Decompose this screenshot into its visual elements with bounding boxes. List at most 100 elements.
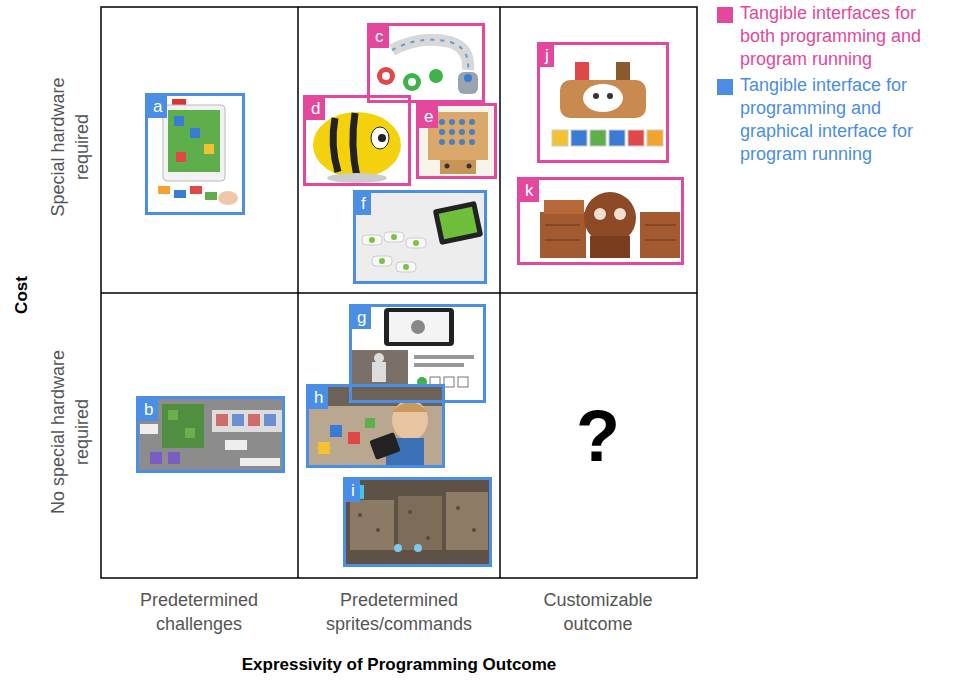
photo-i-part [358,506,476,540]
thumbnail-letter: i [346,480,360,502]
photo-c-part [458,72,478,94]
photo-e-part [439,119,475,145]
photo-i-part [394,544,402,552]
photo-j-part-part [628,130,644,146]
photo-f-part [353,190,487,284]
photo-k-part [594,208,606,220]
photo-c-part [392,40,468,70]
photo-b-part [136,396,285,473]
photo-k-part [517,177,684,265]
photo-g-part [389,312,449,342]
photo-k-part-part [645,225,676,226]
photo-j-part-part [609,130,625,146]
photo-b [136,396,285,473]
photo-c-part [429,69,443,83]
legend-text: Tangible interfaces for both programming… [740,2,940,71]
photo-h-part [348,432,360,444]
photo-c-part [408,78,416,86]
thumbnail-letter: c [370,26,389,48]
photo-c-part [392,40,468,70]
photo-g-part [384,308,454,346]
photo-e-part [440,160,476,174]
photo-h-part [392,400,428,440]
photo-a-part [204,144,214,154]
thumbnail-box: i [343,477,492,567]
photo-b-part [162,404,204,448]
photo-i-part-part [426,536,430,540]
photo-f-part-part [403,264,409,270]
thumbnail-box: d [303,95,411,186]
photo-c [367,23,485,103]
photo-i-part [414,544,422,552]
photo-f-part-part [384,232,404,242]
photo-e-part-part [439,129,445,135]
photo-k-part [640,212,680,258]
photo-i-part-part [456,506,460,510]
photo-h-part [306,384,445,468]
photo-c-part [403,73,421,91]
photo-j [537,42,669,163]
photo-j-part [583,84,623,112]
legend-text: Tangible interface for programming and g… [740,74,940,166]
photo-a-part [174,190,186,198]
photo-e-part [445,164,450,169]
photo-f-part [439,207,478,240]
photo-g-part [372,362,386,382]
photo-k-part [545,225,676,240]
photo-f-part [369,234,419,270]
photo-e-part-part [449,119,455,125]
photo-f-part-part [362,235,382,245]
photo-b-part [168,410,178,420]
photo-a-part [190,128,200,138]
photo-g-part [411,320,425,334]
thumbnail-box: h [306,384,445,468]
thumbnail-box: j [537,42,669,163]
thumbnail-letter: d [306,98,325,120]
photo-e [416,103,497,179]
photo-a-part [205,192,217,200]
thumbnail-letter: g [352,307,371,329]
axis-title: Cost [11,255,33,335]
photo-h-part [392,402,428,412]
axis-category: Customizable outcome [523,588,673,636]
photo-i-part [350,500,394,550]
photo-j-part [616,62,630,80]
thumbnail-letter: h [309,387,328,409]
legend-swatch [717,7,733,23]
photo-i-part [446,492,488,550]
photo-i-part [343,477,492,567]
photo-f-part-part [396,262,416,272]
photo-k-part [614,208,626,220]
photo-j-part [552,130,663,146]
photo-j-part [593,93,599,99]
axis-category: Predetermined challenges [109,588,289,636]
thumbnail-letter: a [148,96,167,118]
photo-b-part [264,414,276,426]
photo-e-part-part [459,139,465,145]
photo-a-part [174,116,184,126]
thumbnail-box: e [416,103,497,179]
photo-c-part [367,23,485,103]
photo-k-part-part [645,240,676,241]
photo-e-part [416,103,497,179]
photo-e-part-part [449,129,455,135]
photo-d-part [353,113,357,177]
axis-category: No special hardware required [46,347,94,517]
photo-j-part [560,80,646,118]
photo-j-part-part [647,130,663,146]
axis-category: Predetermined sprites/commands [304,588,494,636]
photo-d-part [371,127,389,149]
photo-b-part [216,414,228,426]
photo-h [306,384,445,468]
photo-k-part [540,212,586,258]
photo-i-part [398,496,442,550]
thumbnail-box: a [145,93,245,215]
thumbnail-box: b [136,396,285,473]
photo-f-part [433,201,484,245]
thumbnail-box: g [349,304,486,403]
photo-f-part-part [379,258,385,264]
photo-h-part [365,418,375,428]
photo-j-part-part [552,130,568,146]
quadrant-grid [101,7,697,578]
photo-e-part-part [469,129,475,135]
